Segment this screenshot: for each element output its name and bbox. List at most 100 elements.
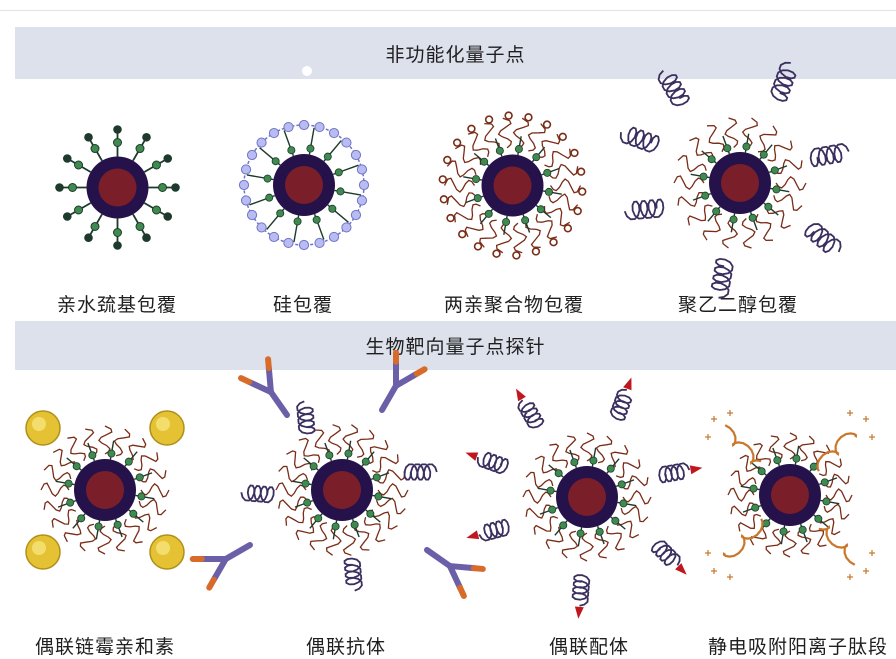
caption-ligand: 偶联配体	[548, 636, 630, 658]
qd-core	[493, 166, 532, 205]
polymer-end	[439, 195, 449, 204]
thiol-bead	[151, 205, 161, 215]
polymer-chain	[544, 148, 572, 168]
polymer-chain	[545, 525, 566, 550]
thiol-end	[55, 183, 64, 192]
antibody-tip	[413, 366, 428, 377]
ligand-bead	[334, 168, 343, 177]
polymer-chain	[782, 530, 797, 558]
polymer-chain	[342, 424, 359, 455]
polymer-end	[573, 206, 582, 216]
polymer-chain	[467, 131, 490, 157]
polymer-chain	[446, 192, 477, 208]
polymer-chain	[484, 122, 500, 152]
silica-node	[350, 209, 362, 221]
ligand-bead	[748, 213, 757, 222]
ligand-triangle	[516, 388, 526, 402]
silica-node	[350, 149, 362, 161]
polymer-end	[576, 167, 586, 176]
ligand-bead	[809, 462, 818, 471]
polymer-end	[549, 237, 558, 247]
polymer-chain	[275, 482, 307, 498]
ligand-triangle	[623, 377, 632, 391]
silica-node	[298, 119, 310, 131]
polymer-chain	[43, 497, 72, 512]
qd-core-group	[556, 466, 618, 528]
ligand-bead	[749, 484, 758, 493]
polymer-chain	[533, 515, 559, 535]
polymer-end	[512, 251, 521, 260]
polymer-chain	[79, 523, 97, 552]
polymer-chain	[825, 488, 853, 503]
ligand-bead	[764, 202, 773, 211]
silica-node	[256, 222, 267, 233]
decorative-dot	[302, 66, 312, 76]
ligand-bead	[712, 207, 721, 216]
ligand-bead	[759, 150, 768, 159]
polymer-chain	[605, 525, 625, 551]
thiol-end	[163, 154, 173, 163]
silica-node	[328, 231, 340, 243]
ligand-bead	[822, 497, 831, 506]
peg-coil	[571, 574, 591, 607]
peg-coil	[343, 557, 363, 592]
ligand-bead	[472, 175, 481, 184]
antibody-tip	[206, 576, 217, 591]
ligand-bead	[271, 157, 280, 166]
qd-core	[568, 478, 606, 516]
polymer-end	[446, 213, 455, 223]
ligand-bead	[328, 204, 337, 213]
polymer-end	[504, 111, 513, 120]
polymer-chain	[522, 489, 552, 504]
qd-core	[323, 471, 361, 509]
polymer-chain	[371, 509, 398, 530]
polymer-chain	[97, 525, 112, 555]
ligand-bead	[699, 172, 708, 181]
ligand-bead	[751, 503, 760, 512]
polymer-chain	[140, 483, 170, 498]
ligand-bead	[495, 146, 504, 155]
ligand-bead	[137, 492, 146, 501]
polymer-chain	[298, 437, 321, 463]
ligand-bead	[293, 217, 302, 226]
ligand-bead	[762, 519, 771, 528]
qd-core	[86, 471, 124, 509]
polymer-chain	[377, 482, 409, 498]
ligand-bead	[820, 478, 829, 487]
thiol-bead	[113, 228, 122, 237]
polymer-chain	[798, 435, 815, 462]
polymer-chain	[724, 117, 739, 148]
polymer-chain	[497, 117, 513, 149]
polymer-chain	[325, 525, 342, 556]
polymer-chain	[67, 436, 87, 462]
thiol-bead	[135, 221, 145, 231]
qd-core	[721, 164, 759, 202]
polymer-end	[473, 242, 483, 251]
qd-core	[98, 168, 137, 207]
peg-coil	[517, 399, 545, 429]
polymer-end	[492, 249, 501, 258]
silica-node	[341, 222, 352, 233]
ligand-bead	[366, 509, 375, 518]
polymer-chain	[126, 437, 147, 462]
ligand-bead	[589, 456, 598, 465]
ligand-bead	[350, 520, 359, 529]
peg-coil	[658, 462, 691, 484]
silica-node	[256, 137, 267, 148]
ligand-bead	[64, 479, 73, 488]
ligand-bead	[325, 451, 334, 460]
polymer-chain	[773, 193, 803, 211]
thiol-end	[113, 241, 122, 250]
ligand-bead	[502, 217, 511, 226]
ligand-bead	[773, 456, 782, 465]
qd-core-group	[273, 154, 335, 216]
silica-node	[238, 179, 250, 191]
polymer-chain	[727, 487, 755, 502]
silica-node	[341, 137, 352, 148]
ligand-bead	[521, 216, 530, 225]
ligand-bead	[559, 521, 568, 530]
polymer-end	[438, 175, 447, 184]
silica-node	[246, 209, 258, 221]
silica-node	[268, 127, 280, 139]
thiol-bead	[151, 160, 161, 170]
